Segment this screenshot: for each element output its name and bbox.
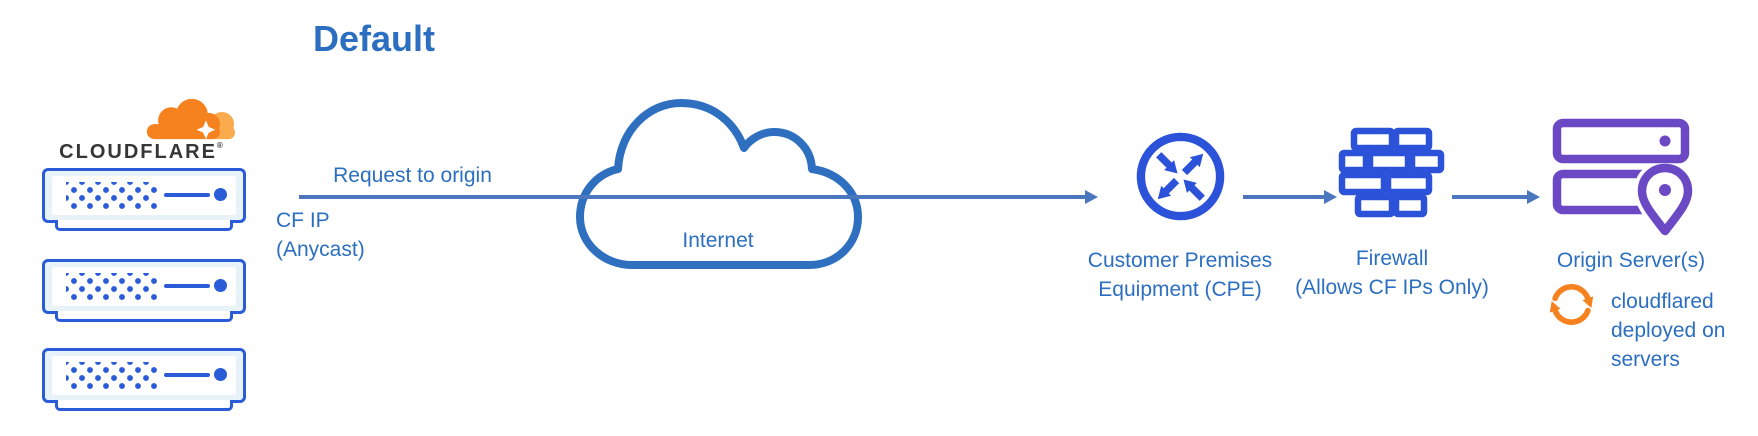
label-line: Customer Premises	[1087, 249, 1273, 272]
wordmark-text: CLOUDFLARE	[59, 141, 217, 163]
connector-cpe-firewall	[1243, 195, 1325, 199]
label-line: Firewall	[1355, 247, 1429, 270]
server-face	[52, 356, 236, 395]
cloudflare-server-icon	[35, 168, 253, 231]
label-line: (Allows CF IPs Only)	[1295, 276, 1489, 299]
firewall-label: Firewall (Allows CF IPs Only)	[1272, 244, 1512, 302]
server-led	[214, 368, 227, 381]
arrowhead-icon	[1085, 190, 1098, 204]
arrowhead-icon	[1527, 190, 1540, 204]
server-base	[55, 220, 233, 231]
cloudflared-sync-icon	[1549, 284, 1594, 325]
server-slot	[164, 284, 210, 288]
server-slot	[164, 193, 210, 197]
cloudflare-logo	[143, 96, 237, 141]
request-to-origin-label: Request to origin	[333, 164, 492, 187]
firewall-brick-icon	[1338, 127, 1445, 218]
cloudflare-wordmark: CLOUDFLARE®	[43, 141, 239, 164]
internet-label: Internet	[682, 229, 754, 252]
registered-mark: ®	[216, 141, 223, 150]
note-line: servers	[1611, 348, 1680, 371]
arrowhead-icon	[1324, 190, 1337, 204]
note-line: (Anycast)	[276, 238, 365, 261]
cloudflare-server-icon	[35, 348, 253, 411]
server-face	[52, 176, 236, 215]
note-line: CF IP	[276, 209, 330, 232]
connector-firewall-origin	[1452, 195, 1528, 199]
cloudflare-server-icon	[35, 259, 253, 322]
cloudflared-note: cloudflared deployed on servers	[1611, 287, 1725, 374]
server-face	[52, 267, 236, 306]
origin-servers-icon	[1552, 118, 1697, 240]
cpe-label: Customer Premises Equipment (CPE)	[1058, 246, 1302, 304]
server-vents	[66, 182, 158, 210]
note-line: cloudflared	[1611, 290, 1714, 313]
server-vents	[66, 362, 158, 390]
diagram-title: Default	[313, 18, 436, 59]
server-base	[55, 400, 233, 411]
server-slot	[164, 373, 210, 377]
cloudflare-cloud-icon	[146, 98, 235, 140]
server-led	[214, 188, 227, 201]
cpe-router-icon	[1136, 132, 1225, 221]
server-vents	[66, 273, 158, 301]
server-base	[55, 311, 233, 322]
label-line: Equipment (CPE)	[1098, 278, 1262, 301]
flow-line-main	[299, 195, 1086, 199]
cf-ip-note: CF IP (Anycast)	[276, 206, 365, 264]
note-line: deployed on	[1611, 319, 1726, 342]
server-led	[214, 279, 227, 292]
origin-label: Origin Server(s)	[1556, 249, 1706, 272]
